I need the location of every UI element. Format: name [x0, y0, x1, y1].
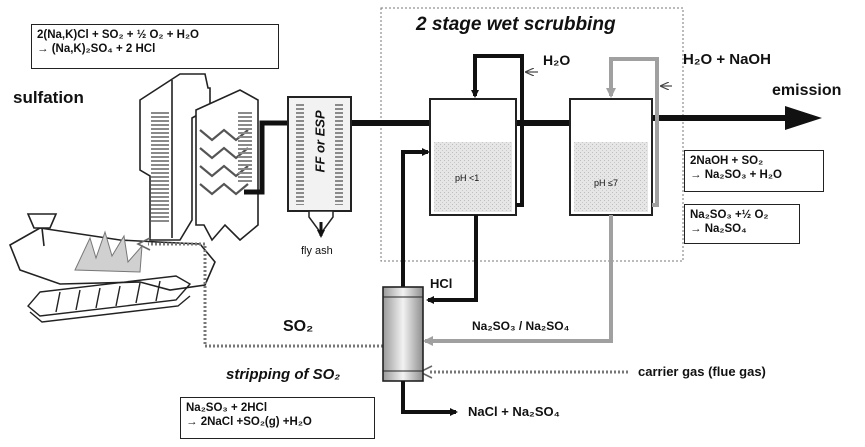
water-label: H₂O [543, 52, 571, 68]
scrubbing-region [380, 7, 684, 262]
scrubber-stage-2 [569, 98, 653, 216]
boiler-icon [8, 73, 259, 323]
scrubber-stage-1 [429, 98, 517, 216]
sulfite-sulfate-label: Na₂SO₃ / Na₂SO₄ [472, 319, 570, 333]
so2-return-arrowhead [136, 237, 151, 251]
sulfation-equation: 2(Na,K)Cl + SO₂ + ½ O₂ + H₂O → (Na,K)₂SO… [31, 24, 279, 69]
naoh-equation: 2NaOH + SO₂ → Na₂SO₃ + H₂O [684, 150, 824, 192]
naoh-equation-line2: → Na₂SO₃ + H₂O [690, 169, 782, 181]
so2-label: SO₂ [283, 318, 314, 335]
oxidation-equation-line1: Na₂SO₃ +½ O₂ [690, 209, 769, 221]
fly-ash-label: fly ash [301, 245, 333, 257]
stripping-equation: Na₂SO₃ + 2HCl → 2NaCl +SO₂(g) +H₂O [180, 397, 375, 439]
stage1-recirculation-line [471, 54, 524, 207]
stage1-ph-label: pH <1 [455, 173, 480, 183]
product-line [401, 381, 458, 416]
hcl-label: HCl [430, 276, 453, 291]
filter-label: FF or ESP [312, 110, 328, 173]
oxidation-equation-line2: → Na₂SO₄ [690, 223, 747, 235]
emission-arrowhead [785, 106, 822, 130]
sulfation-equation-line1: 2(Na,K)Cl + SO₂ + ½ O₂ + H₂O [37, 29, 199, 41]
carrier-gas-label: carrier gas (flue gas) [638, 364, 766, 379]
flue-duct-to-filter [244, 120, 290, 195]
sulfite-line [423, 215, 613, 346]
sulfation-label: sulfation [13, 88, 84, 107]
naoh-equation-line1: 2NaOH + SO₂ [690, 155, 764, 167]
column-overhead-line [401, 148, 430, 288]
emission-label: emission [772, 82, 842, 99]
stage2-recirculation-line [606, 57, 659, 207]
stripping-label: stripping of SO₂ [226, 366, 341, 383]
stage2-ph-label: pH ≤7 [594, 178, 618, 188]
water-naoh-label: H₂O + NaOH [683, 51, 771, 68]
scrubbing-title: 2 stage wet scrubbing [416, 14, 616, 35]
sulfation-equation-line2: → (Na,K)₂SO₄ + 2 HCl [37, 43, 156, 55]
stripping-equation-line1: Na₂SO₃ + 2HCl [186, 402, 268, 414]
oxidation-equation: Na₂SO₃ +½ O₂ → Na₂SO₄ [684, 204, 800, 244]
hcl-line [426, 215, 478, 304]
stripping-equation-line2: → 2NaCl +SO₂(g) +H₂O [186, 416, 312, 428]
product-label: NaCl + Na₂SO₄ [468, 404, 560, 419]
stripping-column [382, 286, 424, 382]
